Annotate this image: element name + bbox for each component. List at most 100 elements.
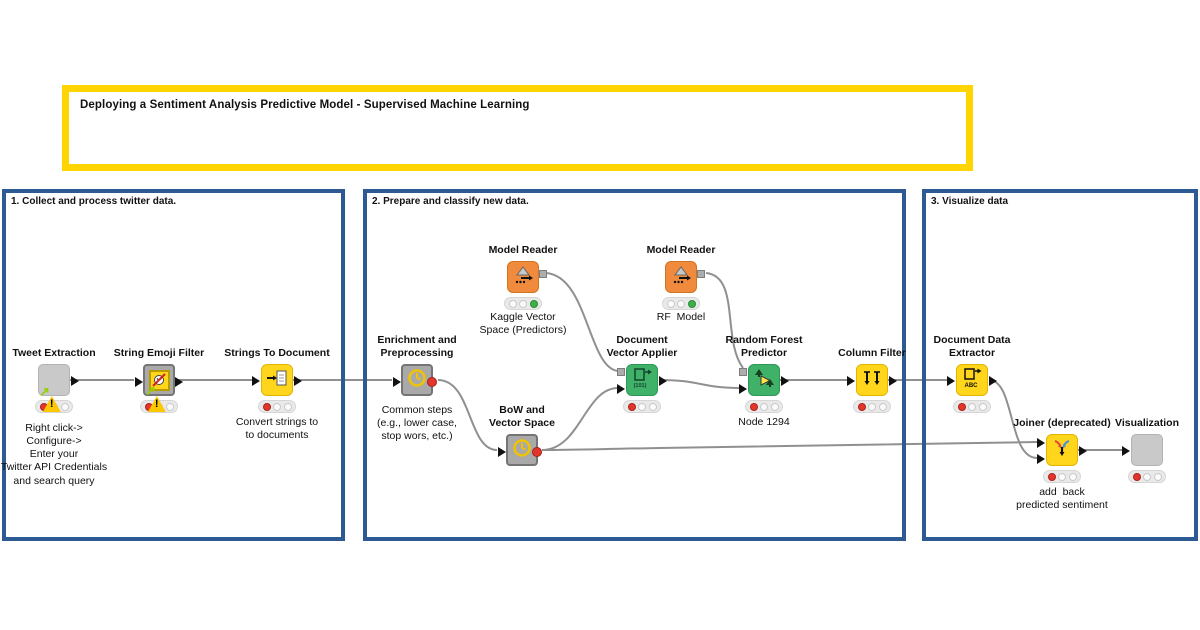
joiner-icon xyxy=(1052,438,1072,463)
node-comment: Convert strings to to documents xyxy=(235,416,319,442)
model-output-port[interactable] xyxy=(697,270,705,278)
svg-text:(101): (101) xyxy=(634,383,647,389)
traffic-light xyxy=(258,400,296,413)
connection-modelreader2-to-rfp[interactable] xyxy=(705,272,744,369)
model-reader-icon xyxy=(670,264,692,291)
node-document-data-extractor[interactable]: Document Data Extractor ABC xyxy=(933,334,1011,413)
node-label: Random Forest Predictor xyxy=(725,334,803,360)
warning-icon xyxy=(147,396,166,412)
svg-text:ABC: ABC xyxy=(965,383,979,389)
metanode-clock-icon xyxy=(512,438,532,463)
output-port[interactable] xyxy=(1079,446,1087,456)
traffic-light xyxy=(953,400,991,413)
node-body[interactable] xyxy=(847,364,897,396)
output-port[interactable] xyxy=(989,376,997,386)
node-body[interactable] xyxy=(393,364,437,396)
output-port[interactable] xyxy=(781,376,789,386)
node-joiner-deprecated[interactable]: Joiner (deprecated) add back predicted s… xyxy=(1013,417,1110,511)
node-body[interactable]: ABC xyxy=(947,364,997,396)
node-label: Enrichment and Preprocessing xyxy=(377,334,457,360)
workflow-title-annotation[interactable]: Deploying a Sentiment Analysis Predictiv… xyxy=(62,85,973,171)
string-to-document-icon xyxy=(266,368,288,393)
input-port[interactable] xyxy=(1122,446,1130,456)
node-comment: Node 1294 xyxy=(738,416,790,428)
node-model-reader-kaggle[interactable]: Model Reader Kaggle Vector Space (Predic… xyxy=(480,244,567,336)
output-port[interactable] xyxy=(659,376,667,386)
node-label: Strings To Document xyxy=(224,347,330,360)
traffic-light xyxy=(140,396,178,413)
input-port[interactable] xyxy=(947,376,955,386)
input-port-top[interactable] xyxy=(1037,438,1045,448)
warning-icon xyxy=(42,396,61,412)
node-label: Model Reader xyxy=(488,244,558,257)
section-3-label: 3. Visualize data xyxy=(931,196,1009,207)
node-body[interactable] xyxy=(498,434,542,466)
node-label: Document Vector Applier xyxy=(606,334,678,360)
node-body[interactable] xyxy=(507,261,547,293)
output-port[interactable] xyxy=(889,376,897,386)
node-string-emoji-filter[interactable]: String Emoji Filter ↗ xyxy=(114,347,204,413)
emoji-filter-icon xyxy=(148,369,170,391)
node-label: Visualization xyxy=(1115,417,1179,430)
node-comment: RF Model xyxy=(656,311,706,323)
input-port[interactable] xyxy=(498,447,506,457)
node-label: Column Filter xyxy=(838,347,906,360)
annotation-section-2[interactable]: 2. Prepare and classify new data. xyxy=(363,189,906,541)
output-port[interactable] xyxy=(294,376,302,386)
node-bow-and-vector-space[interactable]: BoW and Vector Space xyxy=(489,404,555,466)
traffic-light xyxy=(1128,470,1166,483)
document-abc-icon: ABC xyxy=(961,367,983,394)
metanode-output-port[interactable] xyxy=(532,447,542,457)
workflow-title: Deploying a Sentiment Analysis Predictiv… xyxy=(80,99,530,111)
node-label: Document Data Extractor xyxy=(933,334,1011,360)
connection-bow-to-joiner[interactable] xyxy=(541,441,1038,451)
node-strings-to-document[interactable]: Strings To Document Convert strings to t… xyxy=(224,347,329,441)
node-model-reader-rf[interactable]: Model Reader RF Model xyxy=(647,244,716,323)
node-body[interactable] xyxy=(665,261,705,293)
document-vector-icon: (101) xyxy=(631,367,653,394)
component-link-icon: ↗ xyxy=(145,383,156,398)
section-2-label: 2. Prepare and classify new data. xyxy=(372,196,529,207)
input-port[interactable] xyxy=(393,377,401,387)
annotation-section-1[interactable]: 1. Collect and process twitter data. xyxy=(2,189,345,541)
model-input-port[interactable] xyxy=(739,368,747,376)
connection-dva-to-rfp[interactable] xyxy=(659,379,740,389)
input-port[interactable] xyxy=(617,384,625,394)
node-label: Model Reader xyxy=(646,244,716,257)
input-port[interactable] xyxy=(252,376,260,386)
section-1-label: 1. Collect and process twitter data. xyxy=(11,196,177,207)
output-port[interactable] xyxy=(71,376,79,386)
node-tweet-extraction[interactable]: Tweet Extraction ↗ Right click-> Configu… xyxy=(1,347,107,486)
node-visualization[interactable]: Visualization xyxy=(1115,417,1179,483)
connection-modelreader1-to-dva[interactable] xyxy=(545,272,619,372)
output-port[interactable] xyxy=(175,377,183,387)
node-label: String Emoji Filter xyxy=(113,347,205,360)
model-input-port[interactable] xyxy=(617,368,625,376)
node-body[interactable] xyxy=(252,364,302,396)
connection-bow-to-dva[interactable] xyxy=(541,387,619,451)
annotation-section-3[interactable]: 3. Visualize data xyxy=(922,189,1198,541)
node-document-vector-applier[interactable]: Document Vector Applier (101) xyxy=(607,334,677,413)
traffic-light xyxy=(1043,470,1081,483)
connection-enrichment-to-bow[interactable] xyxy=(437,379,498,451)
input-port-bottom[interactable] xyxy=(1037,454,1045,464)
node-body[interactable]: (101) xyxy=(617,364,667,396)
node-column-filter[interactable]: Column Filter xyxy=(838,347,906,413)
node-random-forest-predictor[interactable]: Random Forest Predictor Node 1294 xyxy=(725,334,802,428)
node-body[interactable] xyxy=(1037,434,1087,466)
node-body[interactable]: ↗ xyxy=(135,364,183,398)
metanode-output-port[interactable] xyxy=(427,377,437,387)
node-enrichment-and-preprocessing[interactable]: Enrichment and Preprocessing Common step… xyxy=(377,334,457,442)
input-port[interactable] xyxy=(847,376,855,386)
node-body[interactable] xyxy=(1122,434,1163,466)
traffic-light xyxy=(745,400,783,413)
node-label: Joiner (deprecated) xyxy=(1013,417,1111,430)
node-body[interactable] xyxy=(739,364,789,396)
model-output-port[interactable] xyxy=(539,270,547,278)
input-port[interactable] xyxy=(739,384,747,394)
traffic-light xyxy=(504,297,542,310)
input-port[interactable] xyxy=(135,377,143,387)
traffic-light xyxy=(853,400,891,413)
node-body[interactable]: ↗ xyxy=(38,364,79,398)
